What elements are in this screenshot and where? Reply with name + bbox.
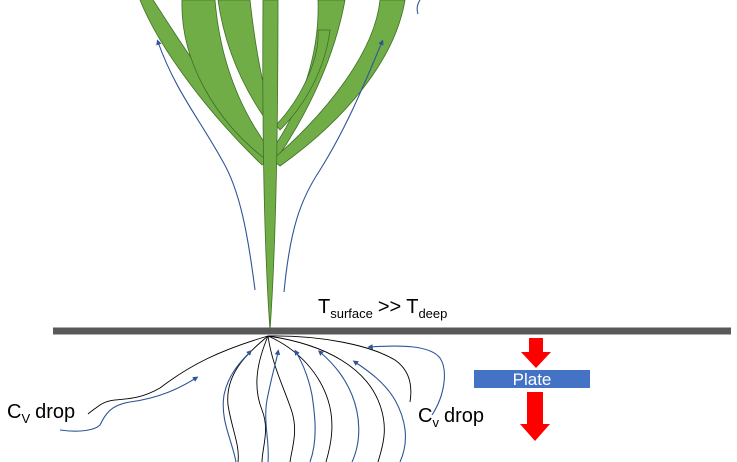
air-flow-right <box>283 39 384 293</box>
soil-flow-1 <box>222 350 252 462</box>
cv-left-C: C <box>7 401 21 423</box>
plate-group: Plate <box>474 338 590 441</box>
temperature-label: Tsurface>>Tdeep <box>318 296 447 321</box>
temp-relation: >> <box>378 296 401 318</box>
plate <box>474 370 590 388</box>
plant-stem <box>262 0 279 331</box>
leaf-right-wide <box>271 0 406 167</box>
root-6 <box>267 335 385 462</box>
cv-left-subscript: V <box>21 411 30 426</box>
soil-flow-left <box>59 376 199 432</box>
temp-surface-T: T <box>318 296 330 318</box>
arrow-down-bottom-icon <box>520 392 550 441</box>
cv-left-drop: drop <box>35 401 75 423</box>
soil-flow-5 <box>352 360 406 462</box>
soil-flow-4 <box>317 350 360 462</box>
cv-right-subscript: v <box>432 415 439 430</box>
leaves <box>139 0 406 167</box>
roots <box>87 335 412 462</box>
root-5 <box>267 335 333 462</box>
arrow-down-top-icon <box>521 338 551 368</box>
root-7 <box>267 335 412 403</box>
soil-flow-right <box>367 344 445 416</box>
soil-flow-3 <box>294 349 316 462</box>
plant <box>139 0 406 331</box>
leaf-right-short <box>275 29 331 131</box>
temp-deep-T: T <box>406 296 418 318</box>
air-flow-left <box>156 39 256 291</box>
air-flow-top-right <box>416 0 421 15</box>
temp-deep-subscript: deep <box>418 306 447 321</box>
temp-surface-subscript: surface <box>330 306 373 321</box>
soil-flow-2 <box>265 349 281 462</box>
root-3 <box>256 335 269 462</box>
cv-right-C: C <box>418 405 432 427</box>
plate-label: Plate <box>513 370 552 389</box>
root-4 <box>267 335 295 462</box>
soil-flow-lines <box>59 344 445 462</box>
air-flow-lines <box>156 0 421 293</box>
root-1 <box>87 335 269 415</box>
cv-right-drop: drop <box>444 405 484 427</box>
leaf-left-wide <box>181 0 271 159</box>
